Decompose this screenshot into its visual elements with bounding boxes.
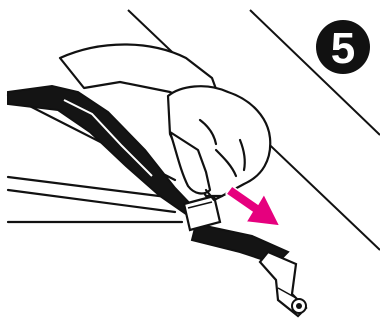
step-number: 5 xyxy=(331,24,355,73)
pull-direction-arrow-icon xyxy=(226,186,280,226)
buckle-icon xyxy=(184,196,220,230)
step-number-badge: 5 xyxy=(316,20,370,74)
